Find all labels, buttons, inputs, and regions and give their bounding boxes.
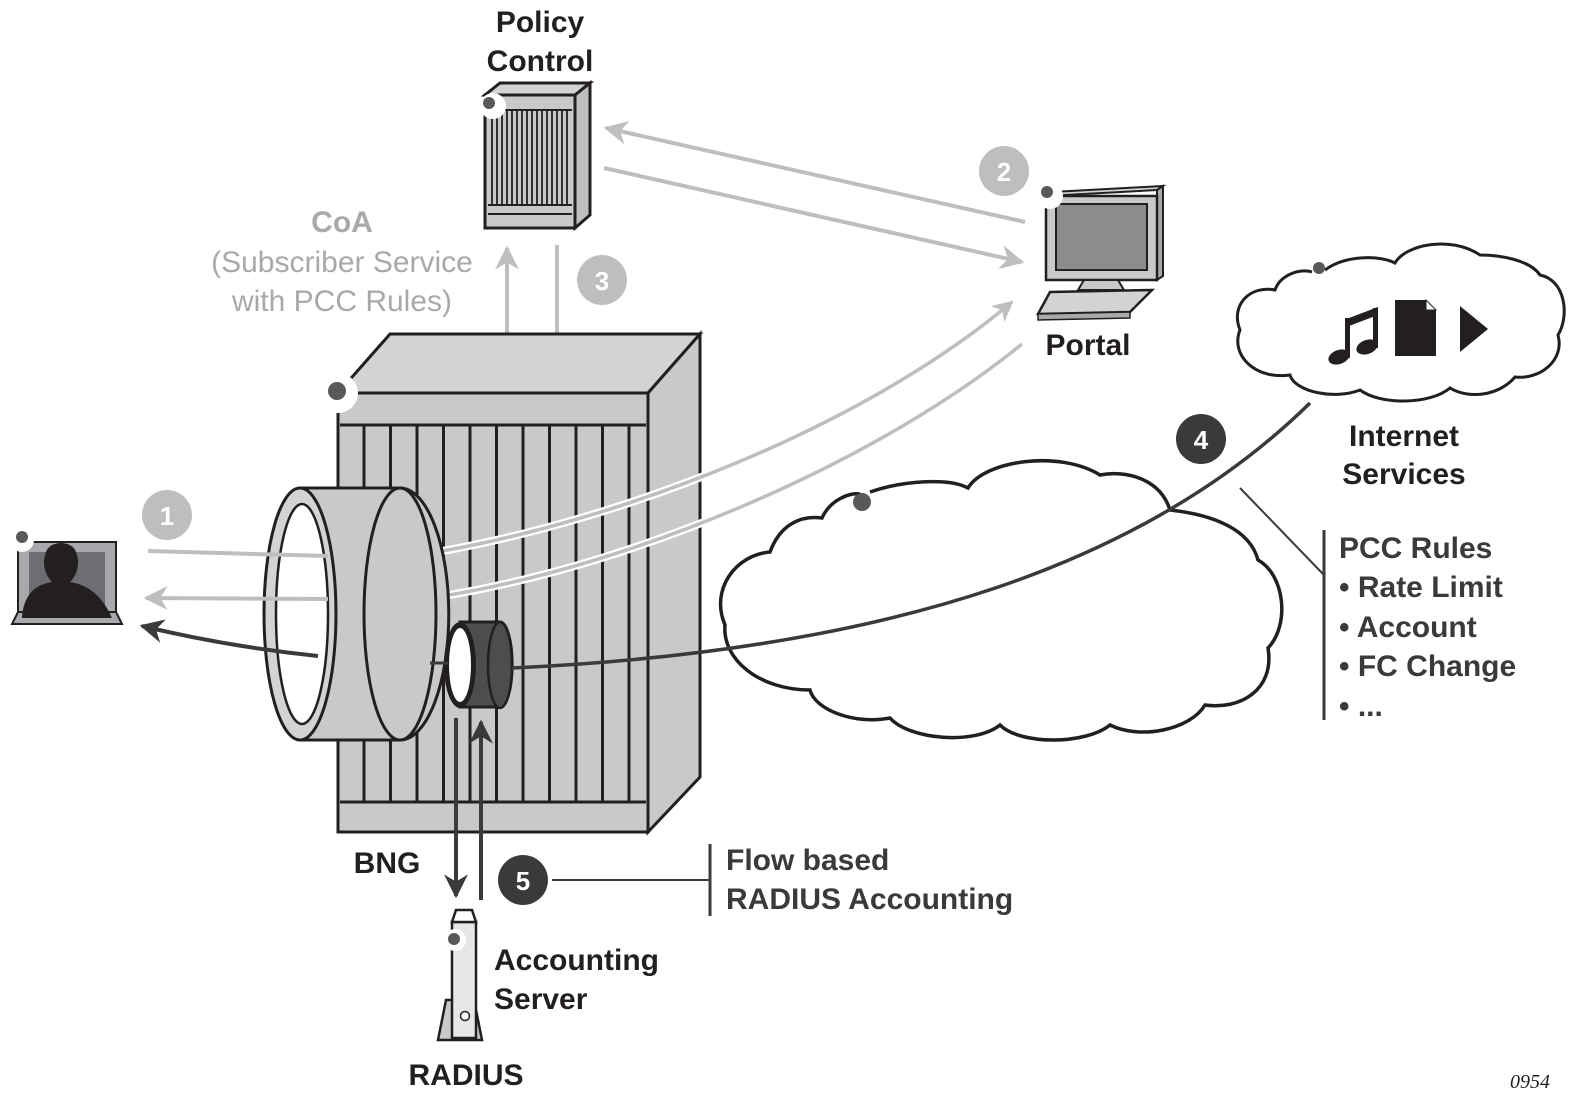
pcc-rule-item: • Rate Limit	[1339, 571, 1503, 604]
radius-accounting-line2: RADIUS Accounting	[726, 883, 1013, 916]
step-badge-5: 5	[498, 855, 548, 905]
coa-label: CoA	[311, 206, 373, 239]
pcc-rule-item: • Account	[1339, 611, 1477, 644]
flow-accounting-ring	[444, 620, 514, 710]
bng-to-portal-flows	[436, 298, 1025, 601]
svg-text:3: 3	[595, 266, 609, 296]
pcc-rule-item: • FC Change	[1339, 650, 1516, 683]
policy-control-label-line2: Control	[487, 45, 594, 78]
flow-1-upstream	[147, 549, 329, 558]
portal-computer-icon	[1035, 183, 1167, 321]
svg-text:2: 2	[997, 157, 1011, 187]
radius-server-icon	[436, 908, 484, 1042]
policy-to-portal-arrow	[603, 166, 1025, 269]
subscriber-device-icon	[10, 528, 124, 625]
svg-text:5: 5	[516, 866, 530, 896]
flow-4-to-subscriber	[139, 619, 319, 658]
step-badge-3: 3	[577, 255, 627, 305]
flow-4-internet	[511, 401, 1312, 670]
music-note-icon	[1328, 307, 1378, 365]
subscriber-interface-ring	[262, 486, 451, 742]
coa-label-line2: (Subscriber Service	[211, 246, 473, 279]
portal-to-policy-arrow	[603, 121, 1026, 224]
step-badge-2: 2	[979, 146, 1029, 196]
policy-control-label-line1: Policy	[496, 6, 585, 39]
accounting-server-label-line1: Accounting	[494, 944, 659, 977]
svg-text:1: 1	[160, 501, 174, 531]
svg-text:4: 4	[1194, 425, 1209, 455]
document-icon	[1395, 298, 1438, 356]
radius-label: RADIUS	[408, 1059, 523, 1092]
step-badge-4: 4	[1176, 414, 1226, 464]
play-icon	[1460, 306, 1488, 352]
coa-label-line3: with PCC Rules)	[231, 285, 452, 318]
portal-label: Portal	[1045, 329, 1130, 362]
step-badge-1: 1	[142, 490, 192, 540]
internet-services-label-line2: Services	[1342, 458, 1465, 491]
bng-chassis-icon	[318, 330, 704, 836]
pcc-rule-item: • ...	[1339, 690, 1383, 723]
figure-id: 0954	[1510, 1071, 1550, 1093]
internet-services-label-line1: Internet	[1349, 420, 1459, 453]
flow-1-downstream	[143, 586, 329, 611]
network-cloud-icon	[718, 458, 1284, 742]
accounting-server-label-line2: Server	[494, 983, 588, 1016]
policy-control-server-icon	[480, 79, 595, 232]
pcc-rules-title: PCC Rules	[1339, 532, 1492, 565]
callout-line-4	[1239, 487, 1324, 575]
bng-label: BNG	[354, 847, 421, 880]
radius-accounting-line1: Flow based	[726, 844, 889, 877]
